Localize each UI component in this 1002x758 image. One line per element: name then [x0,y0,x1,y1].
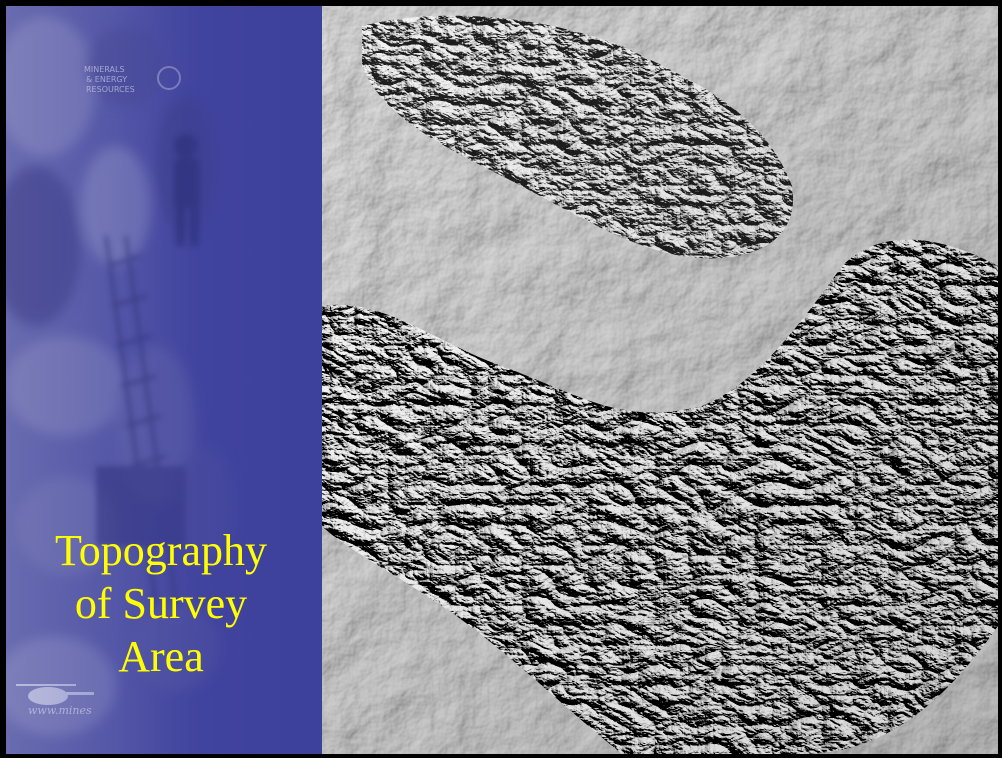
collage-text-2: & ENERGY [86,75,127,84]
slide-title: Topography of Survey Area [0,524,322,683]
title-line-3: Area [118,632,204,681]
title-line-1: Topography [55,526,267,575]
title-line-2: of Survey [74,579,248,628]
left-panel: MINERALS & ENERGY RESOURCES www.mines [6,6,322,754]
hillshade-relief-map-icon [322,6,998,754]
collage-background: MINERALS & ENERGY RESOURCES www.mines [6,6,322,754]
collage-text-3: RESOURCES [86,85,135,94]
collage-url-fragment: www.mines [28,704,92,717]
hillshade-map [322,6,998,754]
collage-text-1: MINERALS [84,65,125,74]
